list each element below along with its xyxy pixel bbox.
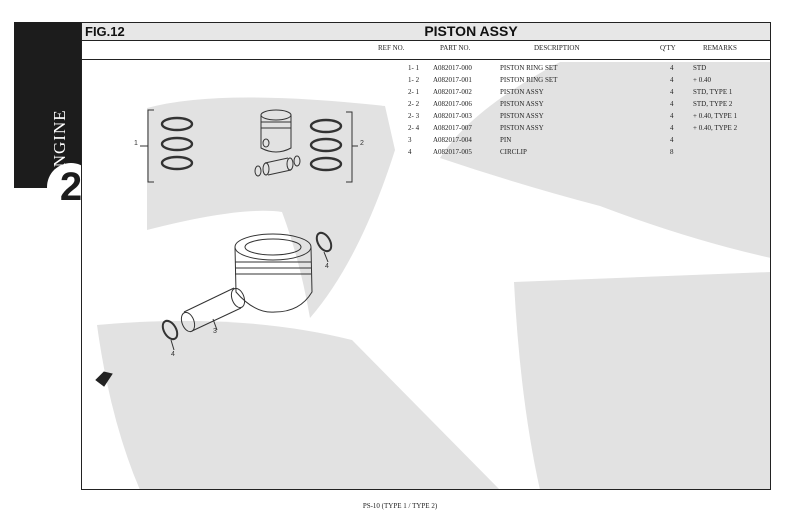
header-divider xyxy=(81,59,771,60)
description: PISTON ASSY xyxy=(500,124,544,132)
description: PISTON ASSY xyxy=(500,112,544,120)
callout-1: 1 xyxy=(134,140,138,147)
qty: 4 xyxy=(670,64,674,72)
callout-4-top: 4 xyxy=(325,263,329,270)
description: PISTON ASSY xyxy=(500,88,544,96)
ref-no: 2- 4 xyxy=(408,124,420,132)
qty: 4 xyxy=(670,88,674,96)
part-no: A082017-002 xyxy=(433,88,472,96)
description: PISTON RING SET xyxy=(500,76,558,84)
piston-pin xyxy=(180,287,246,333)
part-no: A082017-005 xyxy=(433,148,472,156)
header-part-no: PART NO. xyxy=(440,44,471,52)
section-tab: ENGINE 2 xyxy=(14,22,95,211)
section-number: 2 xyxy=(47,163,95,211)
qty: 4 xyxy=(670,136,674,144)
part-no: A082017-000 xyxy=(433,64,472,72)
page-footer: PS-10 (TYPE 1 / TYPE 2) xyxy=(362,502,438,510)
part-no: A082017-006 xyxy=(433,100,472,108)
piston-ring-set-2 xyxy=(309,111,358,183)
part-no: A082017-003 xyxy=(433,112,472,120)
ref-no: 1- 2 xyxy=(408,76,420,84)
remarks: STD xyxy=(693,64,707,72)
remarks: + 0.40, TYPE 1 xyxy=(693,112,738,120)
qty: 4 xyxy=(670,100,674,108)
remarks: + 0.40, TYPE 2 xyxy=(693,124,738,132)
part-no: A082017-001 xyxy=(433,76,472,84)
header-description: DESCRIPTION xyxy=(534,44,580,52)
ref-no: 1- 1 xyxy=(408,64,420,72)
callout-4-bottom: 4 xyxy=(171,351,175,358)
header-remarks: REMARKS xyxy=(703,44,737,52)
page-title: PISTON ASSY xyxy=(424,23,518,39)
ref-no: 2- 2 xyxy=(408,100,420,108)
description: PISTON ASSY xyxy=(500,100,544,108)
ref-no: 2- 1 xyxy=(408,88,420,96)
circlip xyxy=(315,231,333,263)
callout-3: 3 xyxy=(213,328,217,335)
header-ref-no: REF NO. xyxy=(378,44,405,52)
piston-ring-set-1 xyxy=(140,109,194,183)
description: CIRCLIP xyxy=(500,148,527,156)
circlip xyxy=(161,319,179,351)
description: PISTON RING SET xyxy=(500,64,558,72)
piston-assy-small xyxy=(254,109,301,177)
ref-no: 4 xyxy=(408,148,412,156)
figure-number: FIG.12 xyxy=(85,24,125,39)
remarks: + 0.40 xyxy=(693,76,711,84)
description: PIN xyxy=(500,136,512,144)
front-arrow-icon xyxy=(95,371,113,387)
remarks: STD, TYPE 1 xyxy=(693,88,733,96)
remarks: STD, TYPE 2 xyxy=(693,100,733,108)
piston-assy-large xyxy=(234,233,313,313)
qty: 4 xyxy=(670,124,674,132)
part-no: A082017-004 xyxy=(433,136,472,144)
ref-no: 3 xyxy=(408,136,412,144)
qty: 4 xyxy=(670,112,674,120)
qty: 4 xyxy=(670,76,674,84)
header-qty: Q'TY xyxy=(660,44,676,52)
title-bar: FIG.12 PISTON ASSY xyxy=(81,22,771,41)
ref-no: 2- 3 xyxy=(408,112,420,120)
qty: 8 xyxy=(670,148,674,156)
part-no: A082017-007 xyxy=(433,124,472,132)
callout-2: 2 xyxy=(360,140,364,147)
